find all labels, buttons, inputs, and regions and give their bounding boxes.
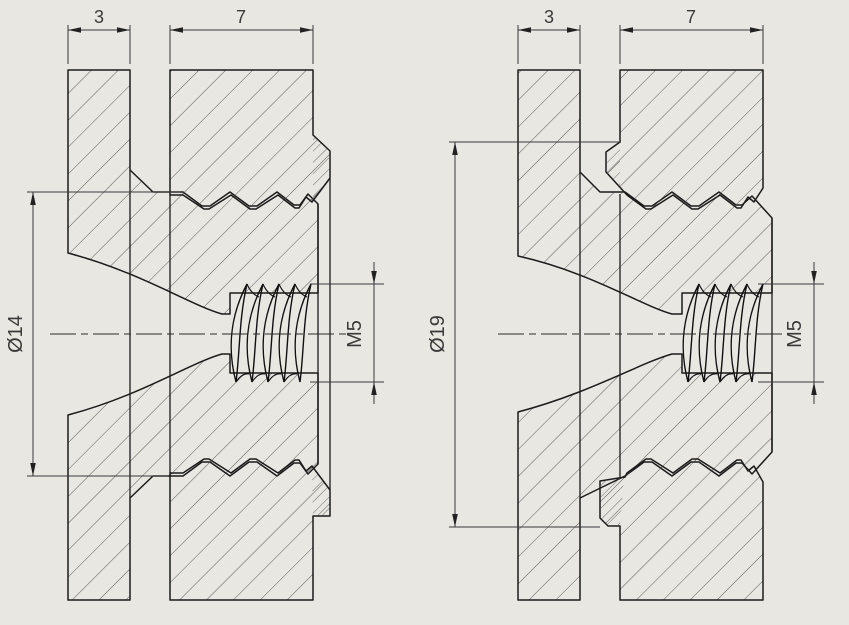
coil-thread-turn	[294, 283, 312, 383]
dim-outer-diameter-left: Ø14	[5, 191, 180, 477]
dim-label-thread-left: M5	[344, 320, 366, 348]
dim-arrow	[811, 382, 817, 395]
coil-thread-turn	[246, 283, 264, 383]
dim-flange-width-right: 3	[517, 7, 581, 64]
coil-thread-turn	[278, 283, 296, 383]
coil-thread-root-arc	[719, 373, 734, 383]
coil-thread-root-arc	[267, 373, 282, 383]
left-thread-coil	[230, 283, 312, 383]
coil-thread-root-arc	[687, 373, 702, 383]
dim-arrow	[452, 514, 458, 527]
coil-thread-crest-arc	[714, 283, 728, 298]
right-top-rim-band	[606, 143, 625, 194]
coil-thread-turn	[262, 283, 280, 383]
dim-body-width-right: 7	[619, 7, 764, 64]
coil-thread-turn	[230, 283, 248, 383]
dim-arrow	[300, 27, 313, 33]
left-upper-body-block	[169, 69, 331, 210]
dim-label-body-width-left: 7	[236, 7, 246, 27]
coil-thread-crest-arc	[730, 283, 744, 298]
coil-thread-crest-arc	[262, 283, 276, 298]
coil-thread-crest-arc	[278, 283, 292, 298]
dim-label-flange-width-right: 3	[544, 7, 554, 27]
dim-flange-width-left: 3	[67, 7, 131, 64]
coil-thread-root-arc	[283, 373, 298, 383]
coil-thread-turn	[730, 283, 748, 383]
dim-thread-callout-right: M5	[758, 262, 824, 404]
dim-label-outer-diameter-right: Ø19	[427, 315, 449, 353]
coil-thread-crest-arc	[294, 283, 308, 298]
section-view-right: 3 7 Ø19 M5	[427, 7, 824, 601]
coil-thread-turn	[682, 283, 700, 383]
coil-thread-turn	[714, 283, 732, 383]
coil-thread-crest-arc	[246, 283, 260, 298]
dim-arrow	[811, 271, 817, 284]
dim-arrow	[371, 382, 377, 395]
left-bottom-rim-band	[312, 466, 330, 516]
dim-arrow	[117, 27, 130, 33]
coil-thread-crest-arc	[746, 283, 760, 298]
dim-arrow	[567, 27, 580, 33]
dim-outer-diameter-right: Ø19	[427, 141, 621, 528]
dim-arrow	[452, 142, 458, 155]
coil-thread-root-arc	[251, 373, 266, 383]
right-lower-body-block	[599, 458, 764, 601]
coil-thread-root-arc	[703, 373, 718, 383]
right-upper-body-block	[605, 69, 764, 210]
coil-thread-crest-arc	[698, 283, 712, 298]
dim-arrow	[30, 463, 36, 476]
section-view-left: 3 7 Ø14 M5	[5, 7, 384, 601]
coil-thread-turn	[698, 283, 716, 383]
dim-arrow	[30, 192, 36, 205]
coil-thread-root-arc	[735, 373, 750, 383]
dim-arrow	[518, 27, 531, 33]
right-thread-coil	[682, 283, 764, 383]
coil-thread-turn	[746, 283, 764, 383]
dim-arrow	[371, 271, 377, 284]
dim-body-width-left: 7	[169, 7, 314, 64]
coil-thread-root-arc	[235, 373, 250, 383]
dim-label-outer-diameter-left: Ø14	[5, 315, 27, 353]
left-lower-body-block	[169, 458, 331, 601]
dim-thread-callout-left: M5	[310, 262, 384, 404]
dim-label-body-width-right: 7	[686, 7, 696, 27]
dim-arrow	[620, 27, 633, 33]
dim-label-flange-width-left: 3	[94, 7, 104, 27]
dim-arrow	[750, 27, 763, 33]
right-bottom-rim-band	[600, 477, 624, 526]
left-top-rim-band	[313, 136, 330, 198]
dim-arrow	[68, 27, 81, 33]
dim-arrow	[170, 27, 183, 33]
dim-label-thread-right: M5	[784, 320, 806, 348]
